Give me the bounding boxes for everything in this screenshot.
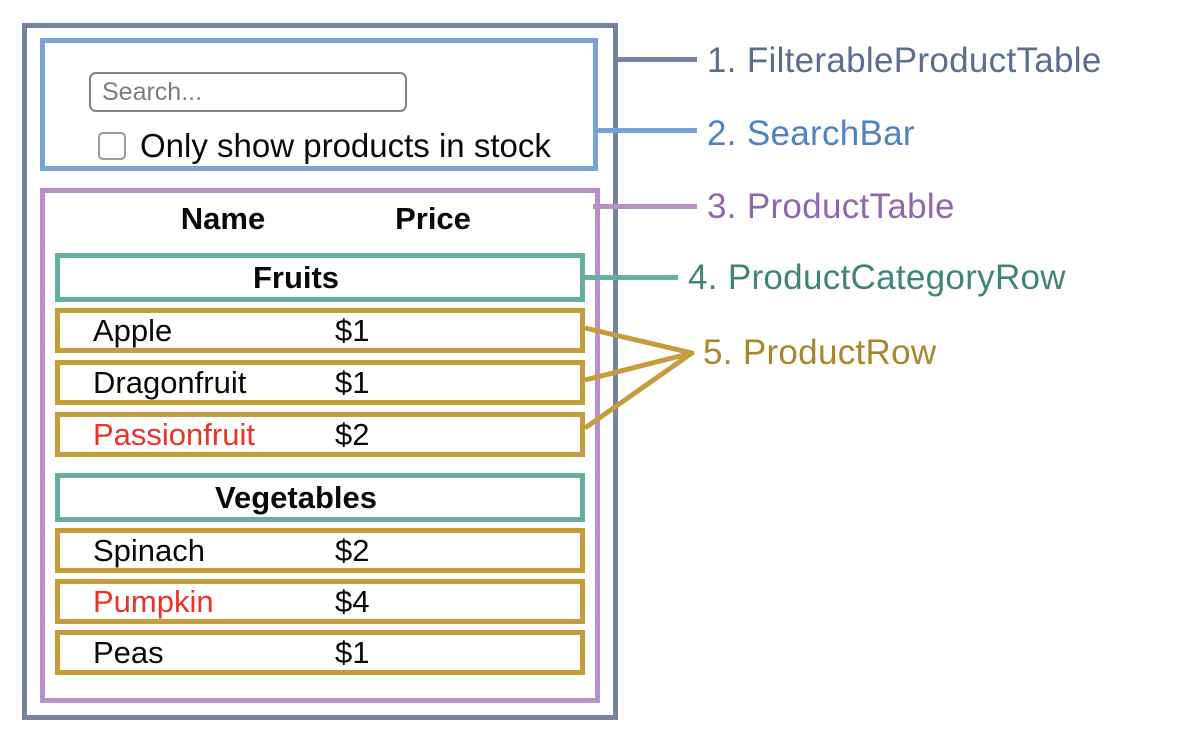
legend-search-bar: 2. SearchBar bbox=[707, 114, 915, 153]
in-stock-checkbox[interactable] bbox=[98, 132, 126, 160]
product-row-spinach: Spinach $2 bbox=[55, 528, 585, 573]
category-row-vegetables: Vegetables bbox=[55, 473, 585, 522]
legend-filterable-product-table: 1. FilterableProductTable bbox=[707, 41, 1102, 80]
product-row-dragonfruit: Dragonfruit $1 bbox=[55, 360, 585, 405]
product-row-peas: Peas $1 bbox=[55, 630, 585, 675]
in-stock-checkbox-label: Only show products in stock bbox=[140, 127, 551, 164]
name-column-header: Name bbox=[180, 201, 266, 236]
connector-line-product-category-row bbox=[581, 275, 678, 280]
product-name-out-of-stock: Passionfruit bbox=[93, 417, 255, 452]
connector-line-filterable-product-table bbox=[615, 57, 697, 62]
connector-lines-product-row bbox=[583, 325, 695, 431]
search-input[interactable] bbox=[89, 72, 407, 112]
product-price: $1 bbox=[335, 365, 370, 400]
product-row-apple: Apple $1 bbox=[55, 308, 585, 353]
product-name-out-of-stock: Pumpkin bbox=[93, 584, 214, 619]
product-row-pumpkin: Pumpkin $4 bbox=[55, 579, 585, 624]
category-label: Fruits bbox=[252, 260, 340, 295]
category-row-fruits: Fruits bbox=[55, 253, 585, 302]
connector-line-product-table bbox=[593, 204, 697, 209]
product-price: $1 bbox=[335, 313, 370, 348]
legend-product-row: 5. ProductRow bbox=[703, 333, 937, 372]
product-name: Dragonfruit bbox=[93, 365, 247, 400]
product-price: $2 bbox=[335, 533, 370, 568]
product-name: Apple bbox=[93, 313, 173, 348]
product-price: $1 bbox=[335, 635, 370, 670]
product-row-passionfruit: Passionfruit $2 bbox=[55, 412, 585, 457]
price-column-header: Price bbox=[395, 201, 471, 236]
connector-line-search-bar bbox=[593, 128, 697, 133]
category-label: Vegetables bbox=[215, 480, 377, 515]
legend-product-table: 3. ProductTable bbox=[707, 187, 955, 226]
product-name: Spinach bbox=[93, 533, 206, 568]
product-price: $4 bbox=[335, 584, 370, 619]
product-price: $2 bbox=[335, 417, 370, 452]
product-name: Peas bbox=[93, 635, 164, 670]
legend-product-category-row: 4. ProductCategoryRow bbox=[688, 258, 1066, 297]
